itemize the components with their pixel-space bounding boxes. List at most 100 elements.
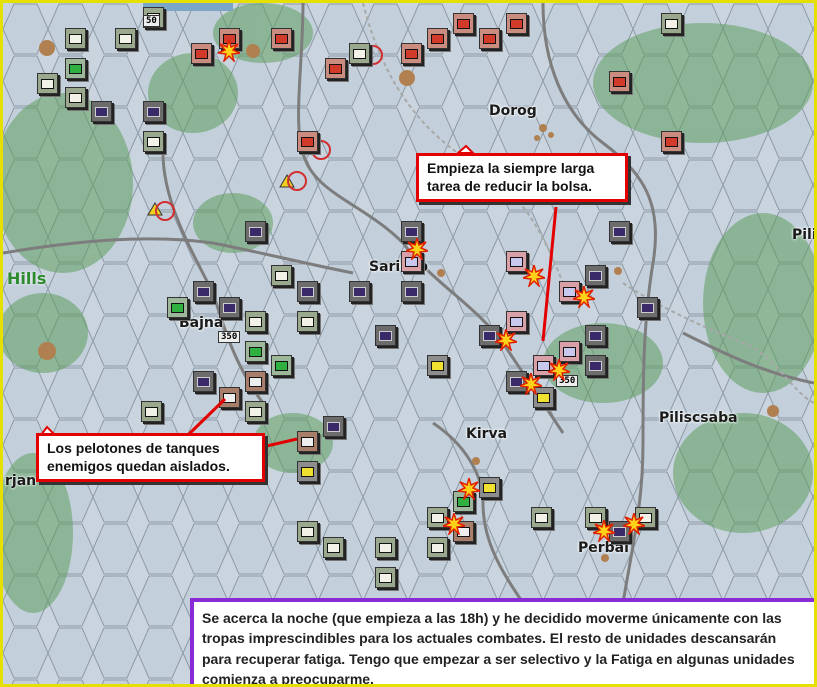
unit-symbol-icon [223, 302, 236, 313]
unit-counter[interactable] [245, 221, 266, 242]
place-hills: Hills [7, 269, 47, 288]
unit-counter[interactable] [65, 58, 86, 79]
unit-symbol-icon [483, 482, 496, 493]
warning-markers [147, 45, 383, 221]
unit-counter[interactable] [375, 567, 396, 588]
callout-left: Los pelotones de tanques enemigos quedan… [36, 433, 265, 482]
unit-symbol-icon [589, 270, 602, 281]
unit-symbol-icon [535, 512, 548, 523]
stack-badge: 350 [218, 331, 241, 343]
unit-counter[interactable] [143, 101, 164, 122]
unit-counter[interactable] [585, 507, 606, 528]
unit-counter[interactable] [193, 371, 214, 392]
unit-counter[interactable] [401, 281, 422, 302]
unit-counter[interactable] [323, 416, 344, 437]
unit-counter[interactable] [349, 281, 370, 302]
combat-explosion-icon [593, 520, 615, 542]
unit-counter[interactable] [37, 73, 58, 94]
unit-symbol-icon [171, 302, 184, 313]
unit-counter[interactable] [193, 281, 214, 302]
unit-counter[interactable] [637, 297, 658, 318]
unit-counter[interactable] [453, 13, 474, 34]
unit-counter[interactable] [141, 401, 162, 422]
unit-counter[interactable] [609, 71, 630, 92]
unit-counter[interactable] [661, 131, 682, 152]
unit-counter[interactable] [506, 311, 527, 332]
unit-counter[interactable] [531, 507, 552, 528]
unit-symbol-icon [249, 406, 262, 417]
combat-explosion-icon [218, 40, 240, 62]
unit-counter[interactable] [167, 297, 188, 318]
unit-symbol-icon [457, 496, 470, 507]
unit-symbol-icon [249, 316, 262, 327]
unit-counter[interactable] [559, 341, 580, 362]
unit-symbol-icon [510, 256, 523, 267]
unit-counter[interactable] [661, 13, 682, 34]
unit-symbol-icon [431, 512, 444, 523]
river [143, 3, 233, 11]
unit-counter[interactable] [375, 325, 396, 346]
unit-counter[interactable] [506, 13, 527, 34]
unit-counter[interactable] [427, 537, 448, 558]
hex-map[interactable] [3, 3, 814, 684]
unit-symbol-icon [195, 48, 208, 59]
unit-symbol-icon [589, 360, 602, 371]
unit-counter[interactable] [91, 101, 112, 122]
unit-symbol-icon [613, 226, 626, 237]
unit-counter[interactable] [323, 537, 344, 558]
unit-counter[interactable] [506, 251, 527, 272]
unit-symbol-icon [537, 360, 550, 371]
unit-counter[interactable] [297, 131, 318, 152]
combat-explosion-icon [520, 373, 542, 395]
unit-counter[interactable] [245, 401, 266, 422]
unit-symbol-icon [563, 346, 576, 357]
unit-counter[interactable] [143, 131, 164, 152]
unit-counter[interactable] [245, 341, 266, 362]
combat-explosion-icon [458, 478, 480, 500]
unit-counter[interactable] [271, 355, 292, 376]
unit-counter[interactable] [297, 461, 318, 482]
unit-symbol-icon [483, 330, 496, 341]
unit-counter[interactable] [245, 311, 266, 332]
unit-symbol-icon [483, 33, 496, 44]
unit-counter[interactable] [585, 265, 606, 286]
unit-counter[interactable] [453, 491, 474, 512]
unit-counter[interactable] [401, 251, 422, 272]
unit-counter[interactable] [219, 297, 240, 318]
unit-counter[interactable] [479, 477, 500, 498]
unit-counter[interactable] [297, 281, 318, 302]
unit-counter[interactable] [297, 431, 318, 452]
unit-counter[interactable] [533, 387, 554, 408]
unit-counter[interactable] [271, 265, 292, 286]
unit-counter[interactable] [401, 43, 422, 64]
unit-counter[interactable] [297, 521, 318, 542]
unit-symbol-icon [119, 33, 132, 44]
unit-counter[interactable] [245, 371, 266, 392]
unit-counter[interactable] [325, 58, 346, 79]
forest-areas [3, 3, 814, 613]
unit-counter[interactable] [427, 28, 448, 49]
unit-counter[interactable] [401, 221, 422, 242]
unit-counter[interactable] [297, 311, 318, 332]
unit-counter[interactable] [609, 221, 630, 242]
unit-counter[interactable] [65, 28, 86, 49]
callout-pointers [39, 144, 558, 450]
place-perbal: Perbal [578, 540, 629, 556]
unit-counter[interactable] [115, 28, 136, 49]
unit-counter[interactable] [585, 355, 606, 376]
unit-counter[interactable] [427, 355, 448, 376]
unit-counter[interactable] [479, 28, 500, 49]
unit-symbol-icon [69, 33, 82, 44]
unit-counter[interactable] [375, 537, 396, 558]
unit-symbol-icon [301, 466, 314, 477]
unit-counter[interactable] [585, 325, 606, 346]
unit-counter[interactable] [219, 387, 240, 408]
unit-counter[interactable] [635, 507, 656, 528]
unit-symbol-icon [69, 92, 82, 103]
unit-counter[interactable] [349, 43, 370, 64]
unit-counter[interactable] [65, 87, 86, 108]
unit-counter[interactable] [191, 43, 212, 64]
unit-symbol-icon [327, 421, 340, 432]
unit-counter[interactable] [271, 28, 292, 49]
unit-symbol-icon [249, 226, 262, 237]
